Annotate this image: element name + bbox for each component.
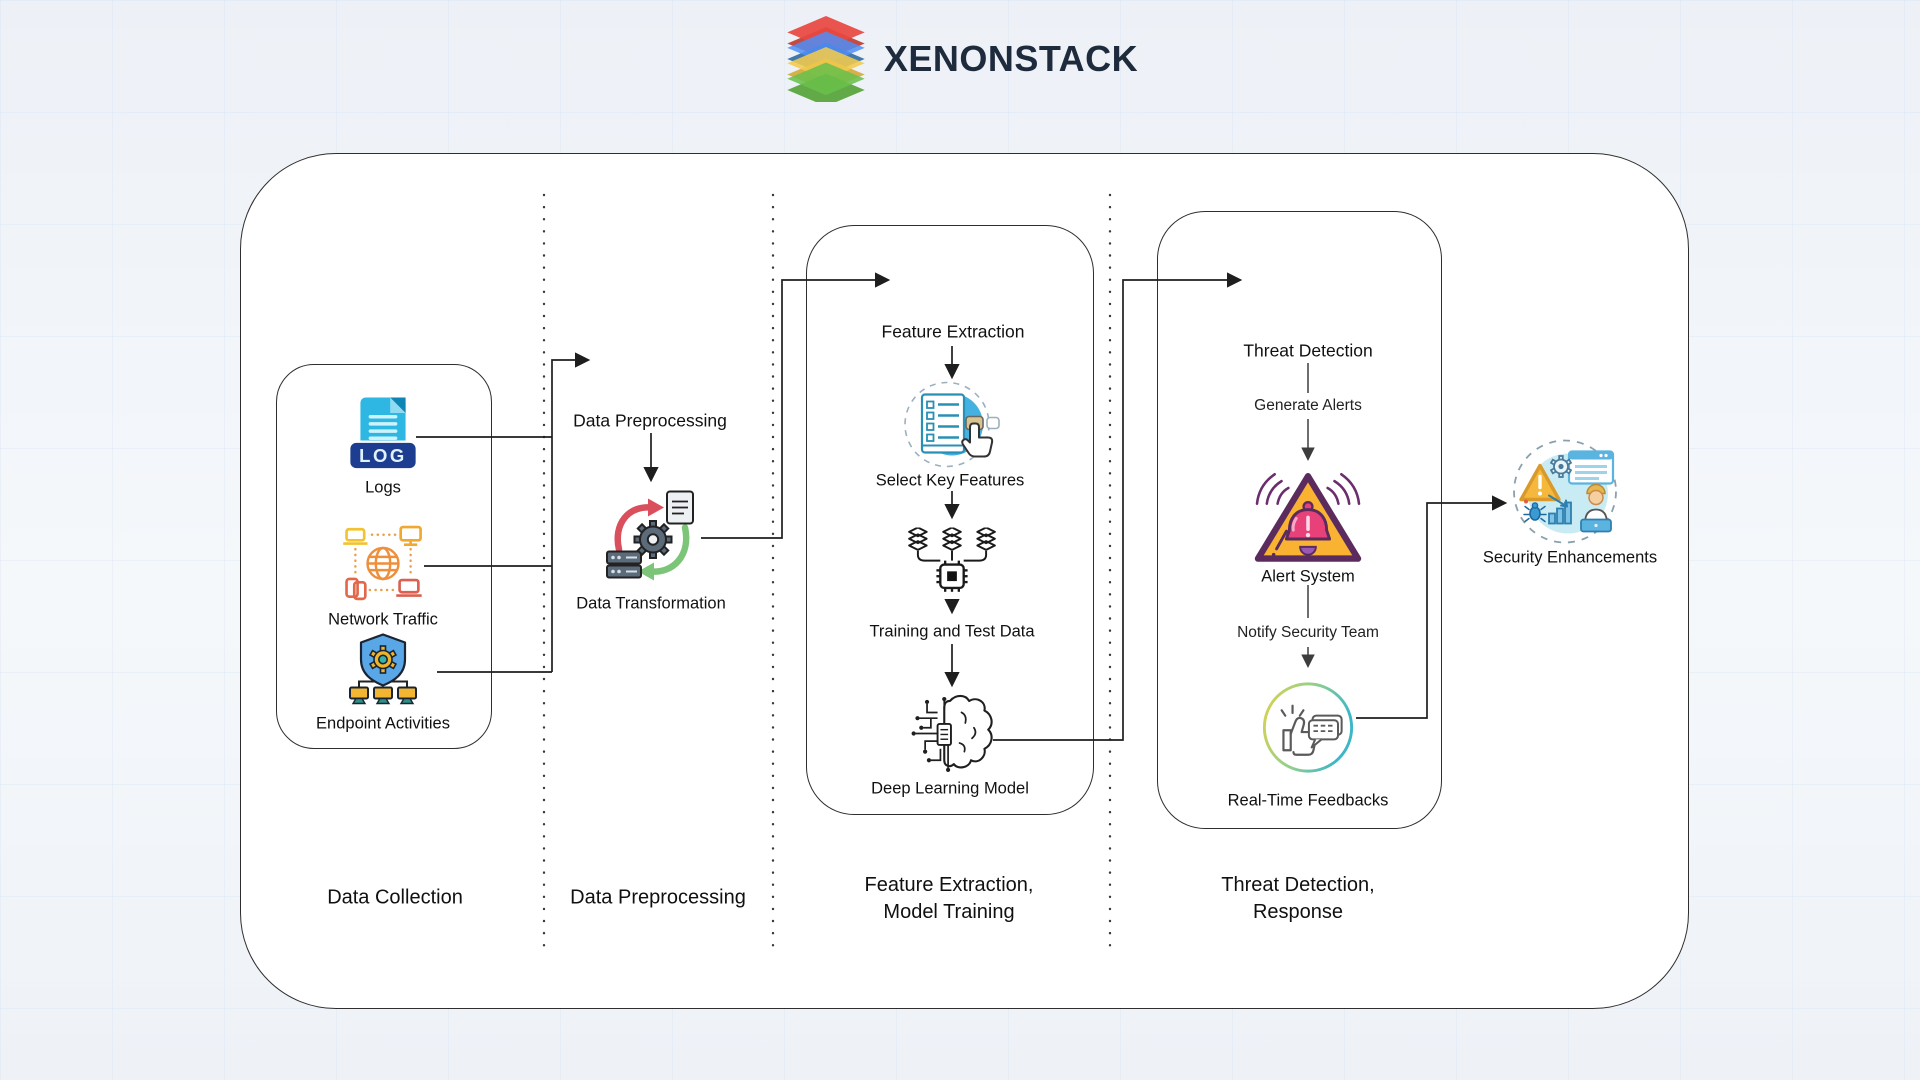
section-title-data-preprocessing: Data Preprocessing [570,886,746,909]
logo: XENONSTACK [0,16,1920,102]
feature-extraction-box [806,225,1094,815]
section-title-threat-detection: Threat Detection, Response [1221,872,1374,926]
logo-text: XENONSTACK [883,38,1139,79]
real-time-feedbacks-node [1258,678,1358,783]
generate-alerts-label: Generate Alerts [1249,397,1367,415]
security-enhancements-icon [1513,439,1617,544]
xenonstack-logo-icon [787,16,865,102]
alert-system-node [1249,463,1367,570]
notify-security-team-label: Notify Security Team [1232,624,1384,642]
security-enhancements-label: Security Enhancements [1482,548,1658,567]
endpoint-activities-node [343,631,423,716]
endpoint-activities-label: Endpoint Activities [316,714,450,733]
alert-system-icon [1254,472,1362,562]
deep-learning-model-icon [911,694,993,772]
logs-node: LOG [345,396,421,479]
section-title-line: Response [1252,901,1344,923]
section-title-feature-extraction: Feature Extraction, Model Training [865,872,1034,926]
network-traffic-label: Network Traffic [328,610,438,629]
section-title-data-collection: Data Collection [327,886,463,909]
network-traffic-icon [343,525,422,601]
select-key-features-icon [904,381,1000,468]
data-transformation-icon [606,490,694,581]
select-key-features-label: Select Key Features [875,471,1025,490]
log-badge-text: LOG [359,445,407,466]
connector-to-feature-extraction [701,272,891,539]
security-enhancements-node [1505,438,1629,557]
real-time-feedbacks-label: Real-Time Feedbacks [1227,791,1389,810]
logs-label: Logs [365,478,401,497]
data-preprocessing-step-label: Data Preprocessing [573,410,727,431]
deep-learning-model-label: Deep Learning Model [871,779,1029,798]
select-key-features-node [900,380,1000,477]
real-time-feedbacks-icon [1262,682,1354,773]
deep-learning-model-node [902,690,998,783]
endpoint-activities-icon [349,633,417,705]
training-test-data-label: Training and Test Data [869,622,1035,641]
training-test-data-node [898,526,1006,609]
section-title-line: Model Training [883,901,1015,923]
feature-extraction-step-label: Feature Extraction [881,321,1025,342]
network-traffic-node [341,522,425,611]
threat-detection-step-label: Threat Detection [1243,340,1373,361]
training-test-data-icon [908,526,996,592]
section-title-line: Threat Detection, [1221,874,1375,896]
connector-to-preprocessing [551,352,591,672]
data-transformation-label: Data Transformation [576,594,726,613]
section-title-line: Feature Extraction, [864,874,1034,896]
connector-to-threat-detection [993,272,1243,741]
alert-system-label: Alert System [1261,567,1355,586]
data-transformation-node [601,488,701,593]
logs-icon: LOG [347,397,419,471]
connector-to-security-enhancements [1356,495,1508,719]
